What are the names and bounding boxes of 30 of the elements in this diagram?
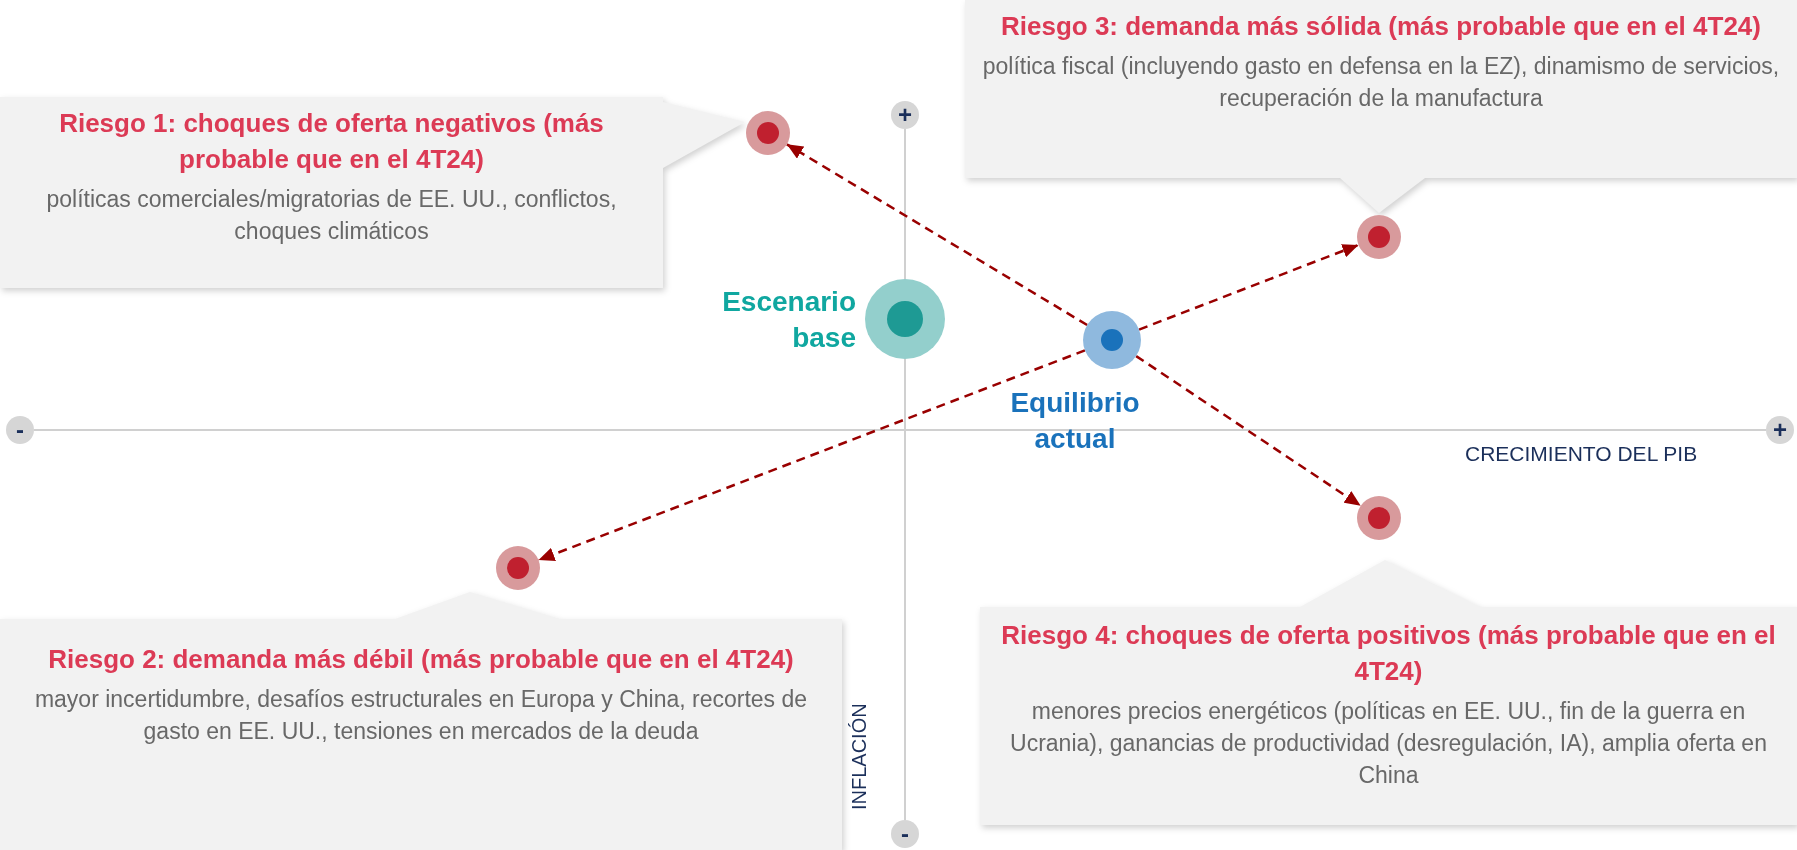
axis-label: INFLACIÓN [848,703,871,810]
callout-heading: Riesgo 1: choques de oferta negativos (más probable que en el 4T24) [58,107,605,176]
scenario-label: Escenario base [721,285,856,355]
callout-heading: Riesgo 3: demanda más sólida (más probable que en el 4T24) [1000,10,1762,43]
callout-box [0,97,745,288]
scenario-dot [1357,496,1401,540]
callout-text: política fiscal (incluyendo gasto en defensa en la EZ), dinamismo de servicios, recuperación de la manufactura [981,52,1781,113]
callout-text: políticas comerciales/migratorias de EE. UU., conflictos, choques climáticos [45,185,618,246]
callout-text: mayor incertidumbre, desafíos estructurales en Europa y China, recortes de gasto en EE. UU., tensiones en mercados de la deuda [33,685,809,746]
dashed-arrow [1138,243,1359,331]
callout-heading: Riesgo 2: demanda más débil (más probable que en el 4T24) [47,643,795,676]
callout-heading: Riesgo 4: choques de oferta positivos (más probable que en el 4T24) [1000,619,1777,688]
scenario-dot [1083,311,1141,369]
callout-text: menores precios energéticos (políticas en EE. UU., fin de la guerra en Ucrania), ganancias de productividad (desregulación, IA), amplia oferta en China [1009,697,1768,790]
callout-box [0,592,842,850]
scenario-dot [496,546,540,590]
scenario-dot [746,111,790,155]
axis-sign: - [891,820,919,848]
callout-box [980,560,1797,825]
axis-sign: + [1766,416,1794,444]
dashed-arrow [538,349,1086,562]
dashed-arrow [786,143,1088,327]
scenario-dot [1357,215,1401,259]
axis-sign: + [891,101,919,129]
scenario-label: Equilibrio actual [1009,386,1141,456]
callout-box [965,0,1797,213]
axis-label: CRECIMIENTO DEL PIB [1465,442,1698,466]
dashed-arrow [1135,355,1362,507]
axis-sign: - [6,416,34,444]
scenario-dot [865,279,945,359]
